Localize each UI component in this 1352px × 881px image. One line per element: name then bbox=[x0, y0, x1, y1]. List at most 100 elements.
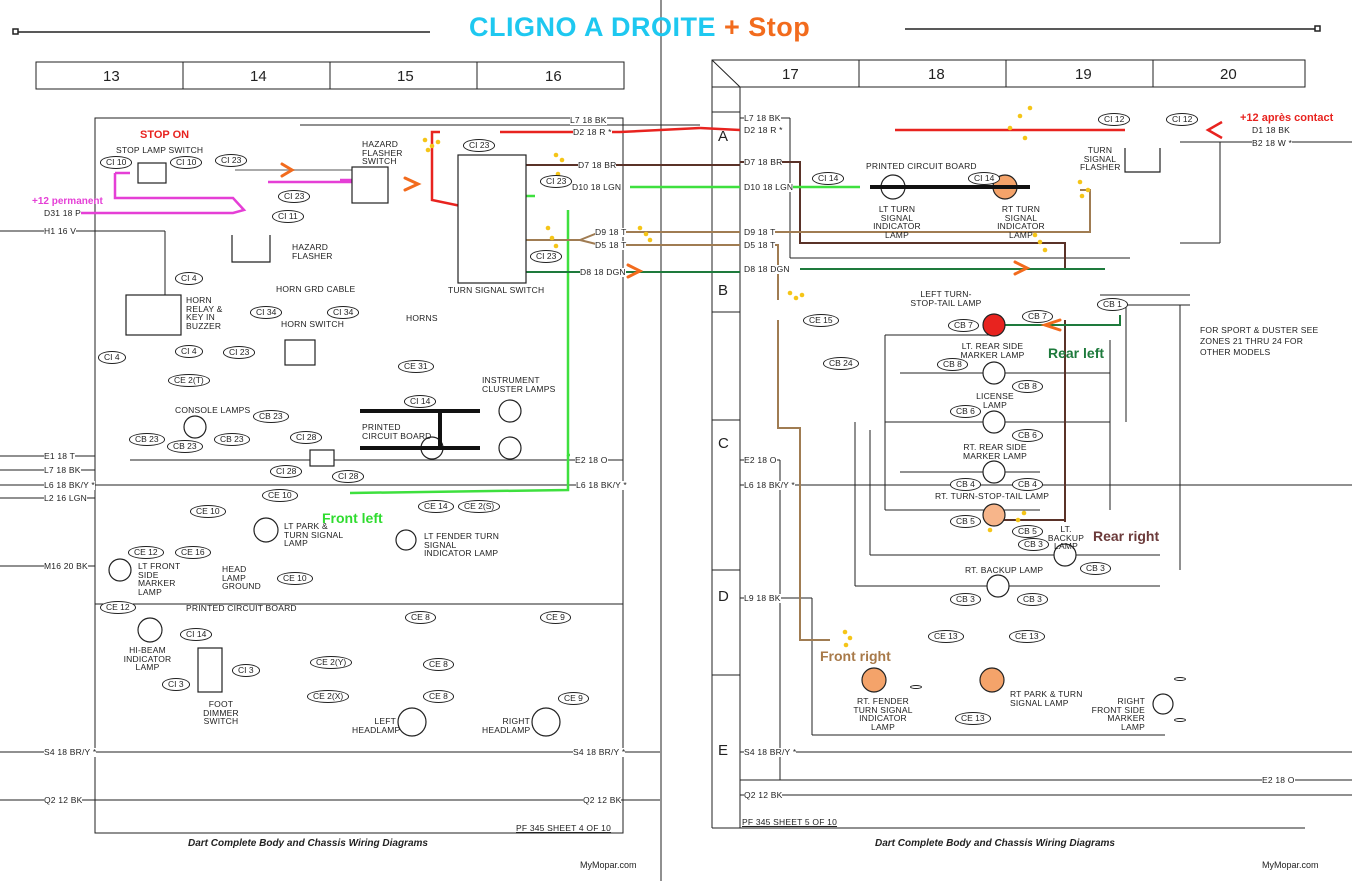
wire-l7-right: L7 18 BK bbox=[744, 113, 781, 123]
connector-ce31: CE 31 bbox=[398, 360, 434, 373]
site-credit-right: MyMopar.com bbox=[1262, 860, 1319, 870]
connector-ce12-a: CE 12 bbox=[128, 546, 164, 559]
wire-b2: B2 18 W * bbox=[1252, 138, 1293, 148]
wire-d7-right: D7 18 BR bbox=[744, 157, 783, 167]
rt-park-turn-lamp-icon bbox=[979, 667, 1005, 693]
row-b: B bbox=[718, 282, 729, 299]
console-lamp-icon bbox=[183, 415, 207, 439]
stop-wire-magenta bbox=[80, 171, 352, 215]
wire-d5-right: D5 18 T bbox=[744, 240, 776, 250]
wire-l6-left: L6 18 BK/Y * bbox=[44, 480, 95, 490]
connector-ci14-b: CI 14 bbox=[180, 628, 213, 641]
page-title: CLIGNO A DROITE + Stop bbox=[469, 12, 810, 43]
connector-ce13-a bbox=[1174, 677, 1186, 681]
connector-ci4-c: CI 4 bbox=[175, 345, 203, 358]
right-headlamp-icon bbox=[531, 707, 561, 737]
connector-cb23-c: CB 23 bbox=[167, 440, 203, 453]
zone-header-right bbox=[711, 59, 1306, 88]
horn-relay-icon bbox=[125, 294, 182, 336]
wire-l6-center: L6 18 BK/Y * bbox=[576, 480, 627, 490]
wire-d8-center: D8 18 DGN bbox=[580, 267, 626, 277]
wire-e1: E1 18 T bbox=[44, 451, 76, 461]
connector-cb4-a: CB 4 bbox=[950, 478, 981, 491]
connector-ci23-c: CI 23 bbox=[463, 139, 496, 152]
wire-d1: D1 18 BK bbox=[1252, 125, 1290, 135]
connector-ce9-b: CE 9 bbox=[558, 692, 589, 705]
wire-d9-right: D9 18 T bbox=[744, 227, 776, 237]
connector-ce15 bbox=[910, 685, 922, 689]
row-c: C bbox=[718, 435, 729, 452]
connector-ci10-b: CI 10 bbox=[170, 156, 203, 169]
connector-ci10-a: CI 10 bbox=[100, 156, 133, 169]
label-turn-signal-flasher: TURN SIGNAL FLASHER bbox=[1080, 145, 1121, 172]
connector-cb3-b: CB 3 bbox=[1080, 562, 1111, 575]
label-left-headlamp: LEFT HEADLAMP bbox=[352, 716, 401, 735]
wire-d10-right: D10 18 LGN bbox=[744, 182, 794, 192]
label-head-lamp-ground: HEAD LAMP GROUND bbox=[222, 564, 261, 591]
horn-switch-icon bbox=[284, 339, 316, 366]
connector-ce2v: CE 15 bbox=[803, 314, 839, 327]
title-main: CLIGNO A DROITE bbox=[469, 12, 716, 42]
wire-d8-right: D8 18 DGN bbox=[744, 264, 790, 274]
wire-l9-right: L9 18 BK bbox=[744, 593, 781, 603]
annotation-front-right: Front right bbox=[820, 648, 891, 664]
connector-cb8-a: CB 8 bbox=[937, 358, 968, 371]
connector-ce8-b: CE 8 bbox=[423, 658, 454, 671]
label-lt-park-turn: LT PARK & TURN SIGNAL LAMP bbox=[284, 521, 344, 548]
label-lt-fender: LT FENDER TURN SIGNAL INDICATOR LAMP bbox=[424, 531, 500, 558]
right-front-side-marker-icon bbox=[1152, 693, 1174, 715]
connector-ce10-a: CE 10 bbox=[262, 489, 298, 502]
wire-d9-center: D9 18 T bbox=[595, 227, 627, 237]
connector-ci23-d: CI 23 bbox=[540, 175, 573, 188]
label-instrument-cluster: INSTRUMENT CLUSTER LAMPS bbox=[482, 375, 556, 394]
turn-signal-switch-icon bbox=[457, 154, 527, 284]
connector-ce2t: CE 2(T) bbox=[168, 374, 210, 387]
zone-header-left bbox=[35, 61, 625, 90]
connector-cb3-c: CB 3 bbox=[950, 593, 981, 606]
label-horn-switch: HORN SWITCH bbox=[281, 319, 345, 329]
connector-ci28-a: CI 28 bbox=[290, 431, 323, 444]
page-frames bbox=[94, 87, 1305, 834]
connector-cb3-d: CB 3 bbox=[1017, 593, 1048, 606]
rt-fender-lamp-icon bbox=[861, 667, 887, 693]
connector-ci14-a: CI 14 bbox=[404, 395, 437, 408]
connector-cb8-b: CB 8 bbox=[1012, 380, 1043, 393]
wire-d2-center: D2 18 R * bbox=[573, 127, 612, 137]
connector-ce13-b bbox=[1174, 718, 1186, 722]
label-horn-grd-cable: HORN GRD CABLE bbox=[276, 284, 356, 294]
label-rt-turn-indicator: RT TURN SIGNAL INDICATOR LAMP bbox=[997, 204, 1045, 240]
connector-ce16: CE 16 bbox=[175, 546, 211, 559]
title-stop: + Stop bbox=[724, 12, 811, 42]
wire-m16-left: M16 20 BK bbox=[44, 561, 88, 571]
zone-19: 19 bbox=[1075, 66, 1092, 83]
zone-18: 18 bbox=[928, 66, 945, 83]
connector-cb4-b: CB 4 bbox=[1012, 478, 1043, 491]
wire-d10-center: D10 18 LGN bbox=[572, 182, 622, 192]
label-left-tst: LEFT TURN-STOP-TAIL LAMP bbox=[910, 289, 982, 308]
row-d: D bbox=[718, 588, 729, 605]
zone-16: 16 bbox=[545, 68, 562, 85]
connector-ci12-a: CI 12 bbox=[1098, 113, 1131, 126]
connector-ci28-b: CI 28 bbox=[270, 465, 303, 478]
connector-ce2x: CE 2(X) bbox=[307, 690, 350, 703]
label-rt-rear-side-marker: RT. REAR SIDE MARKER LAMP bbox=[962, 442, 1028, 461]
zone-15: 15 bbox=[397, 68, 414, 85]
wire-d2-right: D2 18 R * bbox=[744, 125, 783, 135]
rear-harness-wires bbox=[854, 294, 1190, 587]
red-arrow-plus12 bbox=[1205, 120, 1223, 140]
connector-cb3-a: CB 3 bbox=[1018, 538, 1049, 551]
connector-cb1: CB 1 bbox=[1097, 298, 1128, 311]
connector-cb7-b: CB 7 bbox=[1022, 310, 1053, 323]
annotation-plus12-permanent: +12 permanent bbox=[32, 196, 103, 207]
connector-ce10-c: CE 10 bbox=[277, 572, 313, 585]
connector-ci28-c: CI 28 bbox=[332, 470, 365, 483]
connector-cb23-b: CB 23 bbox=[129, 433, 165, 446]
connector-ce9-a: CE 9 bbox=[540, 611, 571, 624]
wire-q2-left: Q2 12 BK bbox=[44, 795, 83, 805]
connector-ce8-a: CE 8 bbox=[405, 611, 436, 624]
connector-ci23-a: CI 23 bbox=[215, 154, 248, 167]
label-license-lamp: LICENSE LAMP bbox=[976, 391, 1014, 410]
connector-ce10-b: CE 10 bbox=[190, 505, 226, 518]
cluster-lamp-2-icon bbox=[498, 436, 522, 460]
connector-ci23-f: CI 23 bbox=[223, 346, 256, 359]
